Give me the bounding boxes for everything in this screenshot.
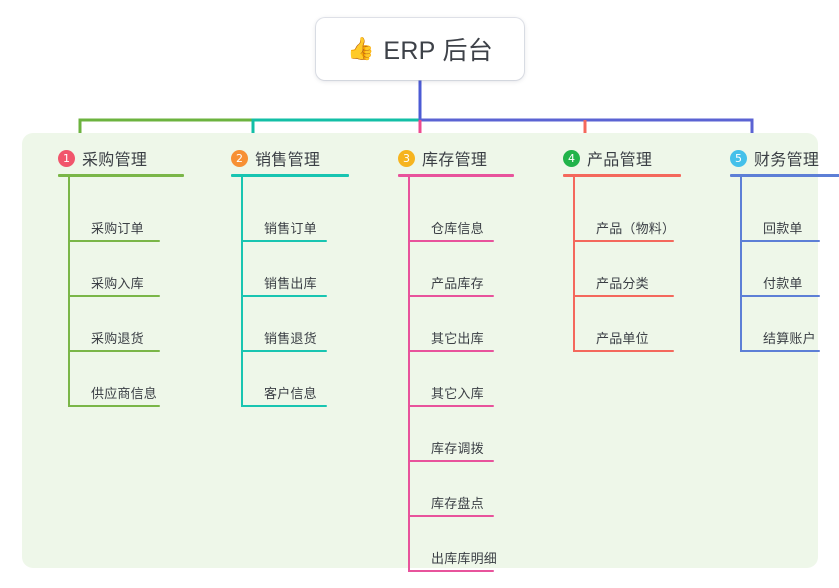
- column-title-4: 产品管理: [587, 152, 653, 169]
- leaf-item-label: 产品单位: [596, 331, 649, 346]
- leaf-item-rule: [740, 240, 820, 242]
- leaf-item-label: 库存调拨: [431, 441, 484, 456]
- column-title-5: 财务管理: [754, 152, 820, 169]
- leaf-item-label: 销售出库: [264, 276, 317, 291]
- leaf-item-rule: [740, 295, 820, 297]
- leaf-item[interactable]: 供应商信息: [68, 361, 180, 407]
- leaf-item-label: 出库库明细: [431, 551, 498, 566]
- column-stem-4: [573, 177, 575, 352]
- leaf-item-rule: [408, 515, 494, 517]
- leaf-item[interactable]: 其它入库: [408, 361, 514, 407]
- leaf-item-rule: [408, 295, 494, 297]
- leaf-item-label: 库存盘点: [431, 496, 484, 511]
- leaf-item-rule: [408, 570, 494, 572]
- leaf-item[interactable]: 产品库存: [408, 251, 514, 297]
- column-rule-2: [231, 174, 349, 177]
- column-header-2[interactable]: 2 销售管理: [231, 146, 320, 170]
- leaf-item-rule: [408, 240, 494, 242]
- leaf-item-rule: [408, 405, 494, 407]
- column-stem-2: [241, 177, 243, 407]
- column-badge-2: 2: [231, 149, 248, 167]
- leaf-item[interactable]: 销售退货: [241, 306, 347, 352]
- leaf-item-label: 回款单: [763, 221, 803, 236]
- leaf-item-rule: [573, 295, 674, 297]
- leaf-item-label: 采购订单: [91, 221, 144, 236]
- thumbs-up-emoji: 👍: [346, 37, 375, 62]
- leaf-item-rule: [408, 350, 494, 352]
- leaf-item[interactable]: 客户信息: [241, 361, 347, 407]
- column-container: 1 采购管理采购订单采购入库采购退货供应商信息 2 销售管理销售订单销售出库销售退货客…: [22, 133, 839, 572]
- column-badge-3: 3: [398, 149, 415, 167]
- leaf-item-label: 其它入库: [431, 386, 484, 401]
- leaf-item-label: 采购退货: [91, 331, 144, 346]
- leaf-item-rule: [68, 405, 160, 407]
- column-stem-5: [740, 177, 742, 352]
- column-stem-3: [408, 177, 410, 572]
- leaf-item[interactable]: 库存盘点: [408, 471, 514, 517]
- column-header-1[interactable]: 1 采购管理: [58, 146, 147, 170]
- column-badge-4: 4: [563, 149, 580, 167]
- leaf-item-rule: [408, 460, 494, 462]
- leaf-item[interactable]: 产品单位: [573, 306, 694, 352]
- root-node-title: ERP 后台: [383, 37, 494, 65]
- column-header-4[interactable]: 4 产品管理: [563, 146, 652, 170]
- leaf-item[interactable]: 产品（物料）: [573, 196, 694, 242]
- leaf-item[interactable]: 产品分类: [573, 251, 694, 297]
- leaf-item-rule: [68, 350, 160, 352]
- root-node-card[interactable]: 👍 ERP 后台: [316, 18, 524, 80]
- leaf-item[interactable]: 仓库信息: [408, 196, 514, 242]
- leaf-item-label: 仓库信息: [431, 221, 484, 236]
- column-rule-3: [398, 174, 514, 177]
- leaf-item-label: 客户信息: [264, 386, 317, 401]
- leaf-item[interactable]: 销售出库: [241, 251, 347, 297]
- leaf-item-rule: [241, 295, 327, 297]
- leaf-item-rule: [241, 405, 327, 407]
- leaf-item[interactable]: 回款单: [740, 196, 839, 242]
- column-rule-5: [730, 174, 839, 177]
- leaf-item[interactable]: 出库库明细: [408, 526, 514, 572]
- column-title-3: 库存管理: [422, 152, 488, 169]
- leaf-item-rule: [740, 350, 820, 352]
- column-title-2: 销售管理: [255, 152, 321, 169]
- column-rule-4: [563, 174, 681, 177]
- column-title-1: 采购管理: [82, 152, 148, 169]
- leaf-item-label: 销售退货: [264, 331, 317, 346]
- leaf-item[interactable]: 采购订单: [68, 196, 180, 242]
- leaf-item-rule: [68, 295, 160, 297]
- leaf-item-label: 付款单: [763, 276, 803, 291]
- leaf-item-rule: [241, 350, 327, 352]
- leaf-item-label: 其它出库: [431, 331, 484, 346]
- leaf-item[interactable]: 库存调拨: [408, 416, 514, 462]
- column-badge-1: 1: [58, 149, 75, 167]
- leaf-item-label: 产品（物料）: [596, 221, 676, 236]
- leaf-item-label: 采购入库: [91, 276, 144, 291]
- leaf-item-rule: [68, 240, 160, 242]
- leaf-item-label: 供应商信息: [91, 386, 158, 401]
- column-header-5[interactable]: 5 财务管理: [730, 146, 819, 170]
- leaf-item[interactable]: 结算账户: [740, 306, 839, 352]
- leaf-item-rule: [573, 350, 674, 352]
- leaf-item-rule: [241, 240, 327, 242]
- leaf-item[interactable]: 付款单: [740, 251, 839, 297]
- leaf-item-label: 产品库存: [431, 276, 484, 291]
- leaf-item[interactable]: 销售订单: [241, 196, 347, 242]
- leaf-item-rule: [573, 240, 674, 242]
- leaf-item[interactable]: 采购入库: [68, 251, 180, 297]
- column-stem-1: [68, 177, 70, 407]
- leaf-item[interactable]: 采购退货: [68, 306, 180, 352]
- leaf-item-label: 产品分类: [596, 276, 649, 291]
- leaf-item-label: 结算账户: [763, 331, 816, 346]
- leaf-item[interactable]: 其它出库: [408, 306, 514, 352]
- column-header-3[interactable]: 3 库存管理: [398, 146, 487, 170]
- column-badge-5: 5: [730, 149, 747, 167]
- leaf-item-label: 销售订单: [264, 221, 317, 236]
- column-rule-1: [58, 174, 184, 177]
